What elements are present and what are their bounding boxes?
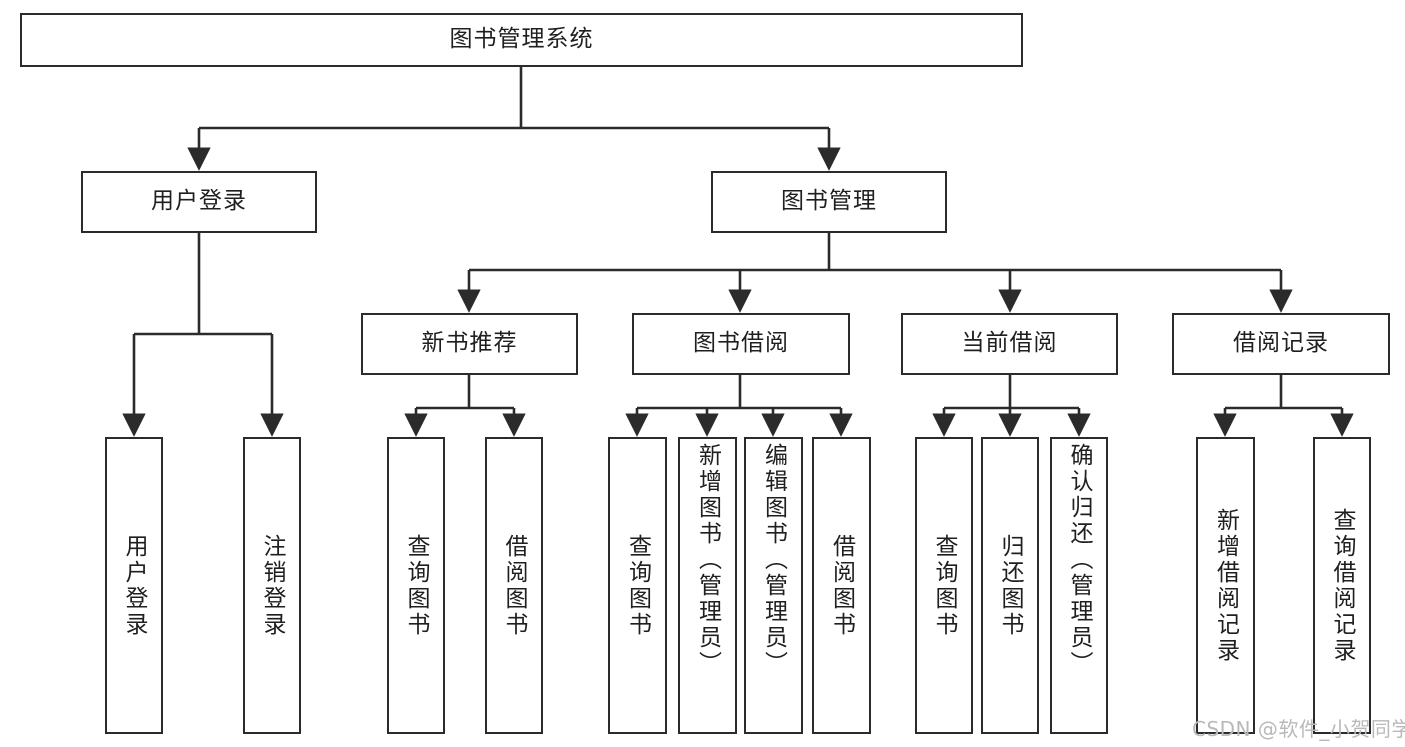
node-new-book-recommend[interactable]: 新书推荐 <box>361 313 578 375</box>
leaf-confirm-return-admin-label: 确认归还（管理员） <box>1066 443 1093 677</box>
leaf-newbook-borrow-book-label: 借阅图书 <box>501 533 528 638</box>
node-current-borrow[interactable]: 当前借阅 <box>901 313 1118 375</box>
leaf-logout-label: 注销登录 <box>259 533 286 638</box>
leaf-logout[interactable]: 注销登录 <box>243 437 301 734</box>
node-current-borrow-label: 当前借阅 <box>961 330 1058 357</box>
leaf-newbook-query-book-label: 查询图书 <box>403 533 430 638</box>
leaf-edit-book-admin[interactable]: 编辑图书（管理员） <box>744 437 803 734</box>
leaf-borrow-query-book[interactable]: 查询图书 <box>608 437 667 734</box>
leaf-borrow-book[interactable]: 借阅图书 <box>812 437 871 734</box>
leaf-add-borrow-record[interactable]: 新增借阅记录 <box>1196 437 1255 734</box>
node-user-login-label: 用户登录 <box>151 188 247 215</box>
leaf-current-query-book-label: 查询图书 <box>931 533 958 638</box>
node-root[interactable]: 图书管理系统 <box>20 13 1023 67</box>
leaf-user-login-label: 用户登录 <box>121 533 148 638</box>
node-book-borrow[interactable]: 图书借阅 <box>632 313 850 375</box>
leaf-newbook-borrow-book[interactable]: 借阅图书 <box>485 437 543 734</box>
leaf-newbook-query-book[interactable]: 查询图书 <box>387 437 445 734</box>
leaf-query-borrow-record-label: 查询借阅记录 <box>1329 507 1356 664</box>
leaf-add-borrow-record-label: 新增借阅记录 <box>1212 507 1239 664</box>
node-book-management[interactable]: 图书管理 <box>711 171 947 233</box>
leaf-edit-book-admin-label: 编辑图书（管理员） <box>760 443 787 677</box>
leaf-add-book-admin[interactable]: 新增图书（管理员） <box>678 437 737 734</box>
node-borrow-record[interactable]: 借阅记录 <box>1172 313 1390 375</box>
node-book-management-label: 图书管理 <box>781 188 877 215</box>
leaf-return-book[interactable]: 归还图书 <box>981 437 1039 734</box>
leaf-confirm-return-admin[interactable]: 确认归还（管理员） <box>1050 437 1108 734</box>
leaf-borrow-query-book-label: 查询图书 <box>624 533 651 638</box>
node-new-book-recommend-label: 新书推荐 <box>421 330 518 357</box>
leaf-borrow-book-label: 借阅图书 <box>828 533 855 638</box>
leaf-user-login[interactable]: 用户登录 <box>105 437 163 734</box>
node-book-borrow-label: 图书借阅 <box>693 330 789 357</box>
leaf-query-borrow-record[interactable]: 查询借阅记录 <box>1313 437 1371 734</box>
node-user-login[interactable]: 用户登录 <box>81 171 317 233</box>
leaf-add-book-admin-label: 新增图书（管理员） <box>694 443 721 677</box>
leaf-current-query-book[interactable]: 查询图书 <box>915 437 973 734</box>
leaf-return-book-label: 归还图书 <box>997 533 1024 638</box>
node-root-label: 图书管理系统 <box>449 26 594 53</box>
node-borrow-record-label: 借阅记录 <box>1233 330 1329 357</box>
